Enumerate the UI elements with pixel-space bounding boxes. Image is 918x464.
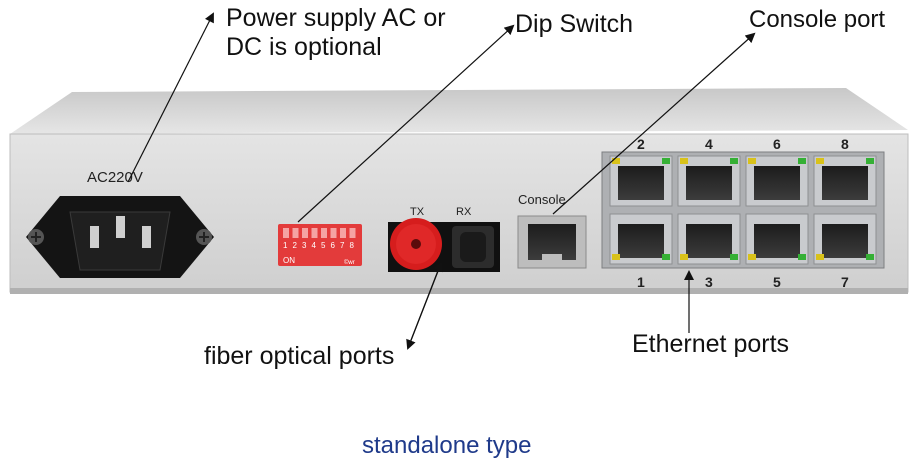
ethernet-port bbox=[745, 213, 809, 265]
activity-led-icon bbox=[798, 254, 806, 260]
dip-switch-number: 3 bbox=[302, 241, 307, 250]
link-led-icon bbox=[748, 254, 756, 260]
fiber-rx-label: RX bbox=[456, 206, 472, 218]
dip-switch-number: 6 bbox=[331, 241, 336, 250]
figure-caption: standalone type bbox=[362, 432, 532, 459]
dip-switch-key bbox=[283, 228, 289, 238]
dip-switch-number: 5 bbox=[321, 241, 326, 250]
link-led-icon bbox=[612, 254, 620, 260]
activity-led-icon bbox=[662, 254, 670, 260]
ethernet-port bbox=[745, 155, 809, 207]
dip-on-label: ON bbox=[283, 256, 295, 265]
dip-switch-number: 4 bbox=[312, 241, 317, 250]
power-callout-arrow bbox=[127, 12, 214, 183]
activity-led-icon bbox=[730, 158, 738, 164]
dip-switch-number: 8 bbox=[350, 241, 355, 250]
console-port-callout: Console port bbox=[749, 6, 886, 33]
activity-led-icon bbox=[866, 254, 874, 260]
dip-switch-key bbox=[340, 228, 346, 238]
link-led-icon bbox=[816, 158, 824, 164]
activity-led-icon bbox=[730, 254, 738, 260]
activity-led-icon bbox=[662, 158, 670, 164]
ethernet-port bbox=[677, 155, 741, 207]
ethernet-port-number: 2 bbox=[637, 136, 645, 152]
power-callout-line-2: DC is optional bbox=[226, 33, 382, 61]
ethernet-port-number: 3 bbox=[705, 274, 713, 290]
link-led-icon bbox=[748, 158, 756, 164]
chassis-top bbox=[10, 88, 908, 134]
dip-switch-key bbox=[321, 228, 327, 238]
ethernet-port-number: 1 bbox=[637, 274, 645, 290]
dip-switch-number: 7 bbox=[340, 241, 345, 250]
svg-text:©wr: ©wr bbox=[344, 259, 355, 266]
console-label: Console bbox=[518, 192, 566, 207]
chassis-base bbox=[10, 288, 908, 294]
dip-switch-number: 1 bbox=[283, 241, 288, 250]
dip-switch-key bbox=[292, 228, 299, 238]
ethernet-port-number: 8 bbox=[841, 136, 849, 152]
ethernet-port-number: 7 bbox=[841, 274, 849, 290]
console-callout-arrow bbox=[552, 32, 756, 215]
link-led-icon bbox=[612, 158, 620, 164]
dip-switch-key bbox=[330, 228, 337, 238]
ethernet-ports-callout: Ethernet ports bbox=[632, 330, 790, 358]
power-inlet bbox=[26, 196, 214, 278]
ethernet-port bbox=[813, 213, 877, 265]
link-led-icon bbox=[680, 254, 688, 260]
ethernet-port-number: 5 bbox=[773, 274, 781, 290]
ethernet-port bbox=[677, 213, 741, 265]
dip-switch-key bbox=[311, 228, 318, 238]
ethernet-port-number: 4 bbox=[705, 136, 713, 152]
ethernet-port-number: 6 bbox=[773, 136, 781, 152]
link-led-icon bbox=[816, 254, 824, 260]
dip-switch-callout: Dip Switch bbox=[515, 10, 634, 38]
ethernet-port bbox=[609, 213, 673, 265]
dip-switch-number: 2 bbox=[293, 241, 298, 250]
fiber-optic-module bbox=[388, 218, 500, 272]
power-supply-callout: Power supply AC or DC is optional bbox=[226, 4, 446, 62]
dip-switch-key bbox=[302, 228, 308, 238]
ethernet-port bbox=[813, 155, 877, 207]
fiber-tx-label: TX bbox=[410, 206, 425, 218]
dip-switch-key bbox=[349, 228, 356, 238]
dip-switch-callout-arrow bbox=[297, 24, 515, 223]
fiber-callout-arrow-head bbox=[407, 261, 443, 349]
power-rating-label: AC220V bbox=[87, 169, 143, 186]
ethernet-port bbox=[609, 155, 673, 207]
activity-led-icon bbox=[798, 158, 806, 164]
activity-led-icon bbox=[866, 158, 874, 164]
fiber-optical-ports-callout: fiber optical ports bbox=[204, 342, 395, 370]
power-callout-line-1: Power supply AC or bbox=[226, 4, 446, 32]
link-led-icon bbox=[680, 158, 688, 164]
console-port bbox=[517, 215, 587, 269]
